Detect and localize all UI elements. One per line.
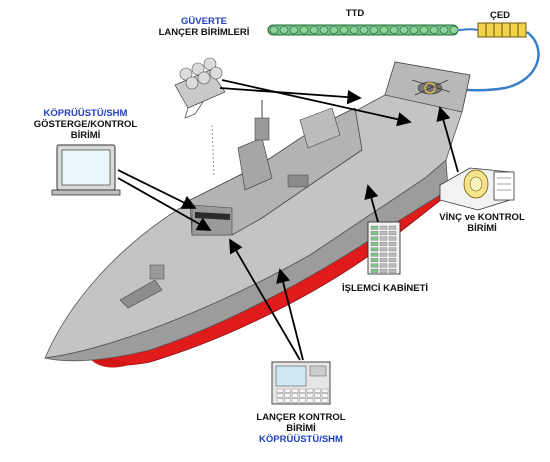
cabinet-module	[379, 258, 388, 262]
cabinet-module	[370, 231, 379, 235]
ttd-segment	[369, 26, 379, 34]
cabinet-module	[379, 252, 388, 257]
label-guverte-line2: LANÇER BİRİMLERİ	[158, 27, 250, 38]
control-key	[321, 388, 329, 393]
ttd-segment	[389, 26, 399, 34]
label-vinc-line1: VİNÇ ve KONTROL	[439, 212, 525, 223]
label-ced: ÇED	[480, 10, 520, 21]
pointer-arrows	[117, 79, 459, 361]
ttd-segment	[349, 26, 359, 34]
cabinet-module	[388, 247, 397, 252]
ced-unit	[477, 22, 527, 38]
cabinet-module	[379, 242, 388, 246]
ttd-segment	[339, 26, 349, 34]
label-vinc-line2: BİRİMİ	[467, 223, 497, 234]
main-mast	[237, 137, 273, 191]
cabinet-module	[388, 231, 397, 235]
control-key	[299, 398, 306, 403]
control-key	[284, 398, 291, 403]
cabinet-module	[379, 236, 388, 241]
cabinet-module	[370, 236, 379, 241]
control-key	[314, 393, 321, 398]
cabinet-module	[388, 258, 397, 262]
label-guverte-line1: GÜVERTE	[181, 16, 227, 27]
cabinet-module	[370, 242, 379, 246]
ttd-segment	[449, 26, 459, 34]
control-key	[321, 393, 329, 398]
control-key	[299, 388, 306, 393]
control-key	[284, 388, 291, 393]
label-islemci-text: İŞLEMCİ KABİNETİ	[341, 283, 429, 294]
cabinet-module	[370, 269, 379, 273]
control-key	[321, 398, 329, 403]
bridge-monitor-icon	[51, 144, 121, 196]
cabinet-module	[379, 231, 388, 235]
control-key	[299, 393, 306, 398]
label-kopru-line1: KÖPRÜÜSTÜ/SHM	[43, 108, 128, 119]
control-key	[276, 393, 284, 398]
cabinet-module	[379, 225, 388, 230]
control-key	[306, 388, 314, 393]
control-key	[306, 393, 314, 398]
cabinet-module	[379, 269, 388, 273]
label-kopru-line3: BİRİMİ	[70, 130, 101, 141]
label-ttd: TTD	[335, 8, 375, 19]
cabinet-module	[370, 225, 379, 230]
label-lancer-line3: KÖPRÜÜSTÜ/SHM	[259, 434, 343, 445]
label-islemci-kabineti: İŞLEMCİ KABİNETİ	[330, 283, 440, 294]
ttd-segment	[329, 26, 339, 34]
cabinet-module	[370, 252, 379, 257]
label-lancer-line2: BİRİMİ	[286, 423, 316, 434]
cabinet-module	[388, 252, 397, 257]
ttd-segment	[289, 26, 299, 34]
label-kopru-gosterge: KÖPRÜÜSTÜ/SHM GÖSTERGE/KONTROL BİRİMİ	[28, 108, 143, 141]
label-guverte-lancer: GÜVERTE LANÇER BİRİMLERİ	[148, 16, 260, 38]
label-kopru-line2: GÖSTERGE/KONTROL	[33, 119, 138, 130]
ttd-segment	[359, 26, 369, 34]
cabinet-module	[370, 263, 379, 268]
launcher-control-icon	[271, 361, 331, 405]
ttd-segment	[429, 26, 439, 34]
label-lancer-line1: LANÇER KONTROL	[256, 412, 346, 423]
cabinet-module	[388, 269, 397, 273]
ttd-segment	[379, 26, 389, 34]
control-key	[284, 393, 291, 398]
control-key	[314, 388, 321, 393]
control-key	[314, 398, 321, 403]
label-ced-text: ÇED	[489, 10, 511, 21]
cabinet-module	[388, 225, 397, 230]
ttd-segment	[409, 26, 419, 34]
control-key	[291, 398, 299, 403]
cabinet-module	[370, 247, 379, 252]
winch-control-icon	[439, 167, 515, 211]
cabinet-module	[370, 258, 379, 262]
cabinet-module	[388, 263, 397, 268]
label-vinc-kontrol: VİNÇ ve KONTROL BİRİMİ	[432, 212, 532, 234]
control-key	[276, 388, 284, 393]
control-key	[291, 388, 299, 393]
control-key	[306, 398, 314, 403]
processor-cabinet-icon	[367, 221, 401, 275]
ttd-segment	[319, 26, 329, 34]
ttd-segment	[419, 26, 429, 34]
label-lancer-kontrol: LANÇER KONTROL BİRİMİ KÖPRÜÜSTÜ/SHM	[245, 412, 357, 445]
ttd-segment	[279, 26, 289, 34]
cabinet-module	[379, 247, 388, 252]
control-key	[291, 393, 299, 398]
ttd-segment	[439, 26, 449, 34]
cabinet-module	[379, 263, 388, 268]
ttd-towed-array	[267, 24, 479, 36]
ttd-segment	[269, 26, 279, 34]
ttd-segment	[399, 26, 409, 34]
label-ttd-text: TTD	[345, 8, 365, 19]
ttd-segment	[309, 26, 319, 34]
deck-launcher-icon	[174, 57, 226, 119]
cabinet-module	[388, 242, 397, 246]
ttd-segment	[299, 26, 309, 34]
control-key	[276, 398, 284, 403]
cabinet-module	[388, 236, 397, 241]
